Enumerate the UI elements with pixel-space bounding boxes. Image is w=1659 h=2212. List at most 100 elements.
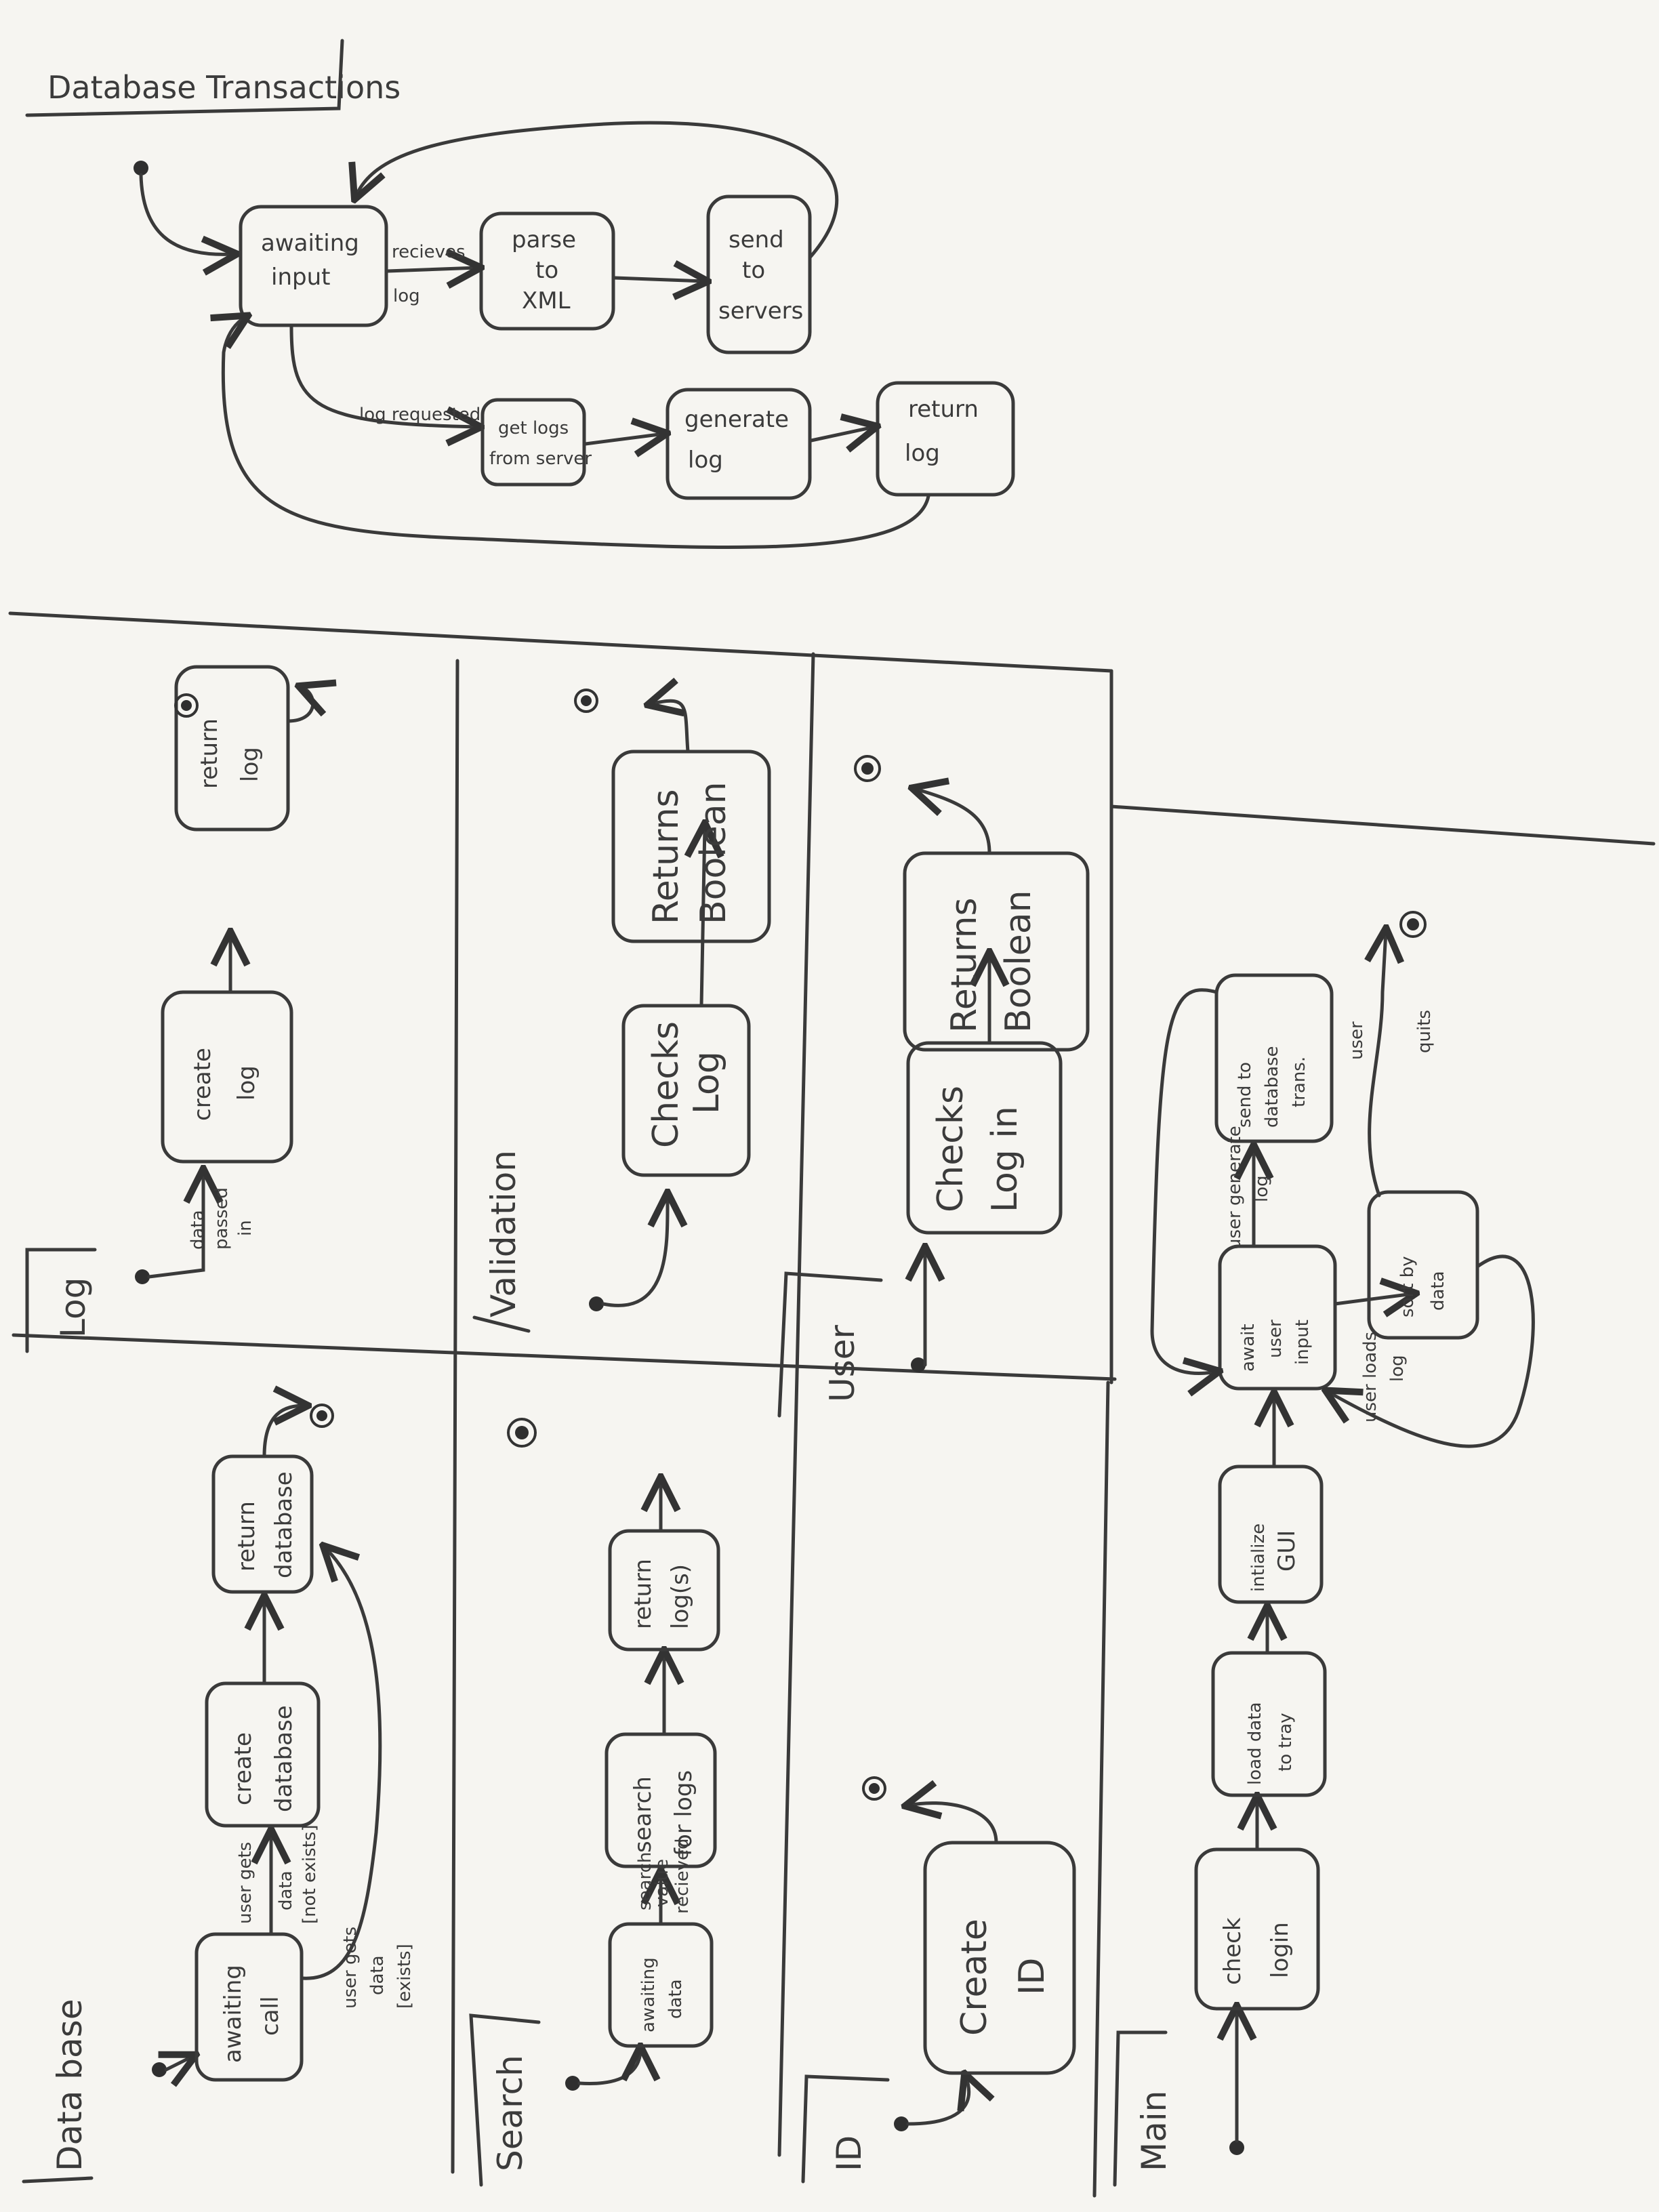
search-start-node: [565, 2076, 580, 2091]
log-edge-data-passed-in: [147, 1172, 203, 1279]
main-state-initialize-gui: intialize GUI: [1218, 1465, 1324, 1604]
svg-text:Database Transactions: Database Transactions: [47, 69, 401, 106]
database-edge-label-user-gets-2: user gets: [340, 1927, 361, 2009]
database-edge-label-data-1: data: [276, 1870, 296, 1910]
svg-text:trans.: trans.: [1289, 1057, 1309, 1107]
state-send-to-servers: send to servers: [706, 194, 812, 354]
svg-text:log(s): log(s): [667, 1564, 694, 1629]
edge-send-back-to-awaiting: [356, 121, 839, 260]
svg-text:log: log: [688, 447, 723, 474]
edge-return-back-to-awaiting: [223, 317, 930, 550]
svg-text:ID: ID: [830, 2135, 869, 2171]
search-edge-label-search: search: [635, 1852, 655, 1910]
database-edge-label-data-2: data: [367, 1955, 388, 1995]
svg-text:send: send: [729, 226, 784, 253]
svg-text:sort by: sort by: [1397, 1256, 1418, 1318]
svg-text:log: log: [905, 440, 940, 467]
svg-text:return: return: [630, 1559, 657, 1629]
svg-text:data: data: [1428, 1271, 1448, 1311]
id-edge-start: [906, 2076, 969, 2126]
main-edge-label-log-1: log: [1252, 1175, 1272, 1202]
database-state-return-database: return database: [211, 1454, 314, 1594]
validation-state-checks-log: Checks Log: [621, 1004, 751, 1177]
svg-text:Boolean: Boolean: [693, 781, 734, 924]
main-state-send-to-database-trans: send to database trans.: [1214, 973, 1334, 1143]
edge-label-log: log: [393, 286, 420, 306]
svg-text:search: search: [630, 1776, 657, 1853]
validation-edge-start: [601, 1195, 668, 1307]
edge-start: [139, 173, 234, 254]
main-edge-user-quits: [1370, 931, 1386, 1197]
title-database-transactions: Database Transactions: [25, 39, 401, 117]
edge-get-to-generate: [583, 434, 664, 444]
main-edge-sort-back-to-await: [1328, 1254, 1535, 1448]
svg-text:Boolean: Boolean: [998, 890, 1039, 1033]
svg-text:awaiting: awaiting: [220, 1965, 247, 2063]
database-edge-label-not-exists: [not exists]: [300, 1824, 320, 1924]
edge-parse-to-send: [613, 278, 705, 281]
validation-edge-checks-to-returns: [701, 826, 705, 1008]
svg-text:awaiting: awaiting: [261, 230, 359, 257]
svg-text:GUI: GUI: [1273, 1530, 1300, 1572]
id-state-create-id: Create ID: [923, 1841, 1076, 2075]
main-state-sort-by-data: sort by data: [1367, 1190, 1479, 1340]
svg-text:Checks: Checks: [646, 1021, 687, 1148]
svg-text:Log: Log: [687, 1051, 727, 1114]
database-edge-label-exists: [exists]: [394, 1944, 415, 2009]
svg-text:send to: send to: [1235, 1062, 1255, 1128]
svg-text:parse: parse: [512, 226, 576, 253]
svg-text:database: database: [270, 1705, 298, 1812]
edge-generate-to-return: [809, 427, 874, 441]
database-edge-to-end: [262, 1406, 305, 1458]
user-end-node: [854, 755, 881, 782]
validation-state-returns-boolean: Returns Boolean: [611, 750, 771, 943]
section-label-validation: Validation: [472, 1150, 531, 1333]
svg-text:Data base: Data base: [50, 1999, 89, 2171]
state-parse-to-xml: parse to XML: [479, 211, 615, 331]
start-node: [134, 161, 148, 176]
validation-end-node: [574, 689, 598, 713]
svg-text:get logs: get logs: [498, 418, 569, 438]
main-start-node: [1229, 2140, 1244, 2155]
section-label-search: Search: [469, 2013, 541, 2187]
svg-text:for logs: for logs: [670, 1770, 697, 1856]
svg-text:return: return: [233, 1501, 260, 1572]
section-label-user: User: [777, 1271, 883, 1418]
section-label-id: ID: [801, 2074, 890, 2184]
id-edge-to-end: [908, 1803, 998, 1845]
svg-text:create: create: [189, 1048, 216, 1121]
svg-text:servers: servers: [718, 298, 803, 325]
user-edge-to-end: [915, 789, 991, 855]
svg-text:intialize: intialize: [1248, 1523, 1269, 1592]
svg-text:database: database: [270, 1471, 298, 1578]
svg-text:Main: Main: [1134, 2091, 1174, 2171]
svg-text:from server: from server: [489, 449, 592, 469]
log-edge-label-in: in: [235, 1220, 255, 1236]
main-edge-label-log-2: log: [1387, 1355, 1408, 1382]
main-edge-label-quits: quits: [1414, 1010, 1435, 1053]
database-state-create-database: create database: [205, 1681, 321, 1828]
svg-text:check: check: [1219, 1917, 1246, 1985]
state-return-log-top: return log: [876, 381, 1015, 497]
database-state-awaiting-call: awaiting call: [194, 1932, 304, 2082]
search-state-return-logs: return log(s): [608, 1529, 720, 1652]
validation-edge-to-end: [651, 701, 690, 754]
search-state-awaiting-data: awaiting data: [608, 1922, 714, 2048]
grid-line-right: [1109, 804, 1656, 846]
svg-text:Checks: Checks: [930, 1086, 971, 1212]
user-start-node: [911, 1357, 926, 1372]
svg-text:database: database: [1262, 1046, 1282, 1128]
svg-text:return: return: [908, 396, 979, 423]
search-edge-start: [577, 2049, 640, 2085]
user-state-returns-boolean: Returns Boolean: [903, 851, 1090, 1052]
log-edge-label-passed: passed: [211, 1187, 232, 1250]
edge-receives-log: [386, 268, 478, 271]
main-end-node: [1399, 911, 1427, 938]
svg-text:Validation: Validation: [484, 1150, 523, 1317]
user-state-checks-log-in: Checks Log in: [906, 1041, 1063, 1235]
main-edge-send-back-to-await: [1150, 988, 1216, 1374]
edge-label-log-requested: log requested: [359, 405, 480, 425]
state-awaiting-input: awaiting input: [239, 205, 388, 327]
main-edge-label-user-loads: user loads: [1360, 1332, 1380, 1422]
